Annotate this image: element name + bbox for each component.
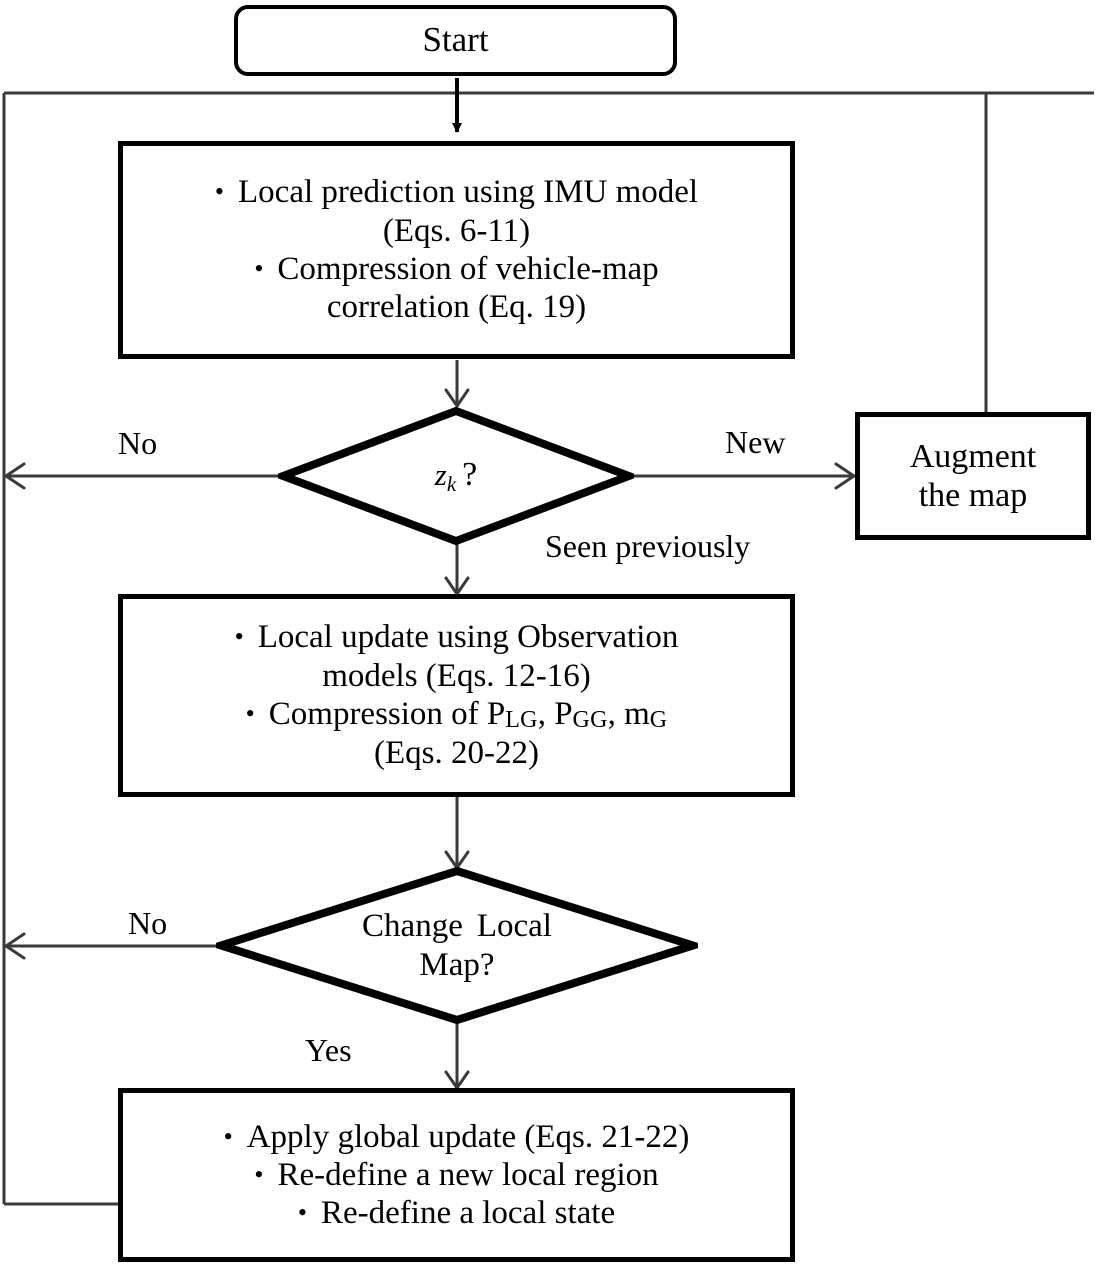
augment-line-1: Augment bbox=[909, 437, 1037, 475]
arrowhead-changemap-yes bbox=[444, 1070, 470, 1091]
node-local-update-text: •Local update using Observation models (… bbox=[123, 618, 790, 773]
arrowhead-prediction-to-zk bbox=[444, 388, 470, 409]
global-line-1: •Apply global update (Eqs. 21-22) bbox=[223, 1118, 690, 1155]
edge-label-yes: Yes bbox=[305, 1032, 352, 1068]
arrowhead-zk-seen-previously bbox=[444, 576, 470, 597]
arrowhead-zk-no-left bbox=[3, 462, 26, 490]
decision-zk-expression: zk? bbox=[435, 455, 478, 496]
node-local-prediction[interactable]: •Local prediction using IMU model (Eqs. … bbox=[118, 141, 795, 359]
sub-gg: GG bbox=[572, 706, 608, 733]
decision-zk-label: zk? bbox=[278, 406, 634, 546]
arrowhead-zk-new-right bbox=[834, 462, 857, 490]
node-augment-map[interactable]: Augment the map bbox=[855, 412, 1091, 540]
update-line-2: models (Eqs. 12-16) bbox=[322, 657, 591, 694]
node-local-update[interactable]: •Local update using Observation models (… bbox=[118, 594, 795, 797]
prediction-line-3: •Compression of vehicle-map bbox=[254, 251, 659, 287]
prediction-line-2: (Eqs. 6-11) bbox=[382, 212, 531, 249]
bullet-icon: • bbox=[254, 1159, 264, 1189]
sub-lg: LG bbox=[505, 706, 538, 733]
update-line-1: •Local update using Observation bbox=[234, 619, 679, 656]
update-line-3: •Compression of PLG, PGG, mG bbox=[245, 695, 668, 733]
arrowhead-changemap-no-left bbox=[3, 932, 26, 960]
node-start-label: Start bbox=[422, 20, 489, 60]
global-line-3: •Re-define a local state bbox=[297, 1195, 616, 1232]
edge-label-new: New bbox=[725, 424, 786, 460]
bullet-icon: • bbox=[214, 177, 225, 207]
node-local-prediction-text: •Local prediction using IMU model (Eqs. … bbox=[123, 173, 790, 326]
global-line-2: •Re-define a new local region bbox=[254, 1156, 659, 1193]
node-global-update[interactable]: •Apply global update (Eqs. 21-22) •Re-de… bbox=[118, 1088, 795, 1262]
decision-change-map-shape bbox=[216, 866, 698, 1025]
node-start[interactable]: Start bbox=[234, 5, 677, 76]
bullet-icon: • bbox=[234, 622, 244, 652]
bullet-icon: • bbox=[254, 253, 264, 283]
bullet-icon: • bbox=[297, 1198, 307, 1228]
node-augment-map-text: Augment the map bbox=[860, 437, 1086, 516]
update-line-4: (Eqs. 20-22) bbox=[374, 735, 539, 772]
augment-line-2: the map bbox=[918, 477, 1028, 514]
node-decision-zk[interactable]: zk? bbox=[278, 406, 634, 546]
change-map-line-2: Map? bbox=[419, 946, 495, 983]
prediction-line-1: •Local prediction using IMU model bbox=[214, 174, 699, 211]
zk-question-mark: ? bbox=[462, 456, 478, 494]
sub-g: G bbox=[649, 706, 668, 733]
bullet-icon: • bbox=[245, 698, 255, 728]
zk-symbol: z bbox=[434, 457, 447, 493]
edge-label-seen-previously: Seen previously bbox=[545, 528, 751, 564]
bullet-icon: • bbox=[223, 1121, 233, 1151]
edge-label-no-top: No bbox=[118, 425, 158, 461]
zk-subscript: k bbox=[446, 472, 457, 497]
decision-zk-shape bbox=[278, 406, 634, 546]
node-global-update-text: •Apply global update (Eqs. 21-22) •Re-de… bbox=[123, 1118, 790, 1233]
prediction-line-4: correlation (Eq. 19) bbox=[326, 289, 587, 326]
edge-label-no-bottom: No bbox=[128, 905, 168, 941]
